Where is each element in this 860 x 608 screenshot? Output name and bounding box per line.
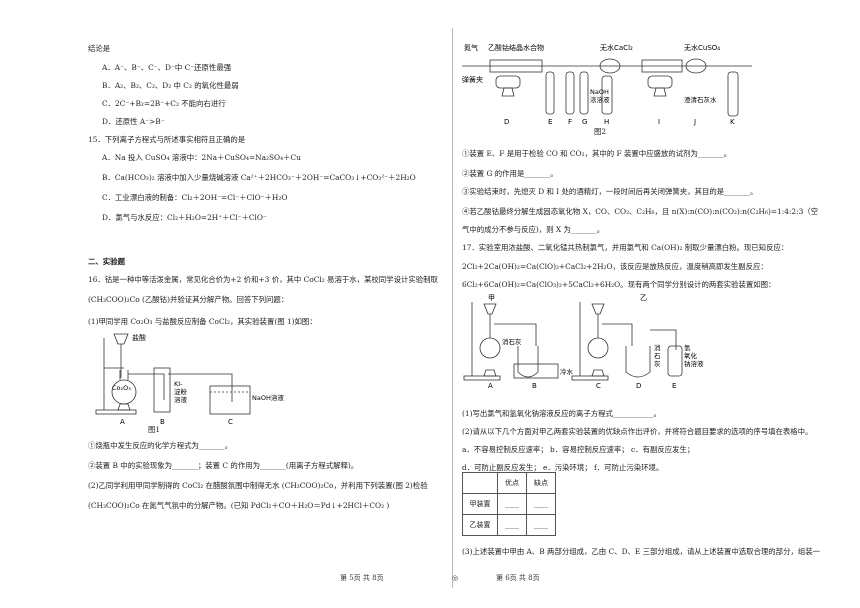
fig1-label-c: C [228, 418, 233, 426]
table-cell-blank[interactable]: ____ [497, 493, 527, 515]
right-text-line: (1)写出氯气和氢氧化钠溶液反应的离子方程式___________。 [462, 409, 661, 418]
footer-page-right: 第 6页 共 8页 [496, 574, 540, 582]
right-text-line: ①装置 E、F 是用于检验 CO 和 CO₂，其中的 F 装置中应盛放的试剂为_… [462, 149, 732, 158]
fig2-label-d: D [504, 118, 509, 126]
fig1-label-ki2: 淀粉 [174, 387, 188, 396]
left-text-line: 结论是 [88, 44, 111, 53]
fig1-label-ki: KI- [174, 380, 183, 388]
fig2-label-k: K [730, 118, 735, 126]
left-text-line: B．Ca(HCO₃)₂ 溶液中加入少量烧碱溶液 Ca²⁺＋2HCO₃⁻＋2OH⁻… [102, 173, 416, 182]
fig2-label-naoh: NaOH [590, 88, 609, 96]
right-text-line: 6Cl₂+6Ca(OH)₂=Ca(ClO₃)₂+5CaCl₂+6H₂O。现有两个… [462, 280, 776, 289]
fig3-label-jia: 甲 [488, 294, 495, 302]
fig2-label-f: F [568, 118, 572, 126]
left-text-line: (1)甲同学用 Co₂O₃ 与盐酸反应制备 CoCl₂，其实验装置(图 1)如图… [88, 317, 317, 326]
column-divider [452, 28, 453, 588]
fig3-label-cold: 冷水 [560, 367, 574, 376]
fig3-label-bleach3: 石 [654, 352, 661, 360]
fig1-caption: 图1 [148, 425, 161, 434]
fig3-label-bleach2: 消 [654, 343, 661, 352]
fig2-label-cuso4: 无水CuSO₄ [684, 43, 720, 52]
table-row-yi: 乙装置 [462, 514, 498, 536]
left-text-line: D．还原性 A⁻>B⁻ [102, 117, 165, 126]
fig3-label-bleach4: 灰 [654, 359, 661, 368]
right-text-line: 2Cl₂+2Ca(OH)₂=Ca(ClO)₂+CaCl₂+2H₂O，该反应是放热… [462, 262, 768, 271]
footer-separator: ◎ [452, 574, 459, 582]
left-text-line: C．2C⁻+B₂=2B⁻+C₂ 不能向右进行 [102, 99, 226, 108]
right-text-line: ③实验结束时，先熄灭 D 和 I 处的酒精灯，一段时间后再关闭弹簧夹，其目的是_… [462, 187, 758, 196]
table-cell-blank[interactable]: ____ [526, 493, 556, 515]
left-text-line: (CH₃COO)₂Co 在氮气气氛中的分解产物。(已知 PdCl₂＋CO＋H₂O… [88, 501, 390, 510]
left-text-line: D．氯气与水反应：Cl₂＋H₂O=2H⁺＋Cl⁻＋ClO⁻ [102, 213, 267, 222]
left-text-line: A．A⁻、B⁻、C⁻、D⁻中 C⁻还原性最强 [102, 63, 232, 72]
fig2-label-h: H [604, 118, 609, 126]
table-cell-blank[interactable]: ____ [526, 514, 556, 536]
fig1-label-a: A [120, 418, 125, 426]
left-text-line: ②装置 B 中的实验现象为_______；装置 C 的作用为_______(用离… [88, 461, 359, 470]
table-corner [462, 472, 498, 494]
fig1-label-ki3: 溶液 [174, 395, 188, 404]
left-text-line: C．工业漂白液的制备：Cl₂＋2OH⁻=Cl⁻＋ClO⁻＋H₂O [102, 193, 288, 202]
fig2-label-i: I [658, 118, 660, 126]
fig2-label-naoh2: 浓溶液 [590, 95, 610, 104]
fig1-label-co2o3: Co₂O₃ [112, 384, 131, 392]
left-text-line: 15．下列离子方程式与所述事实相符且正确的是 [88, 135, 246, 144]
left-text-line: B．A₂、B₂、C₂、D₂ 中 C₂ 的氧化性最弱 [102, 81, 239, 90]
right-text-line: 17．实验室用浓盐酸、二氧化锰共热制氯气，并用氯气和 Ca(OH)₂ 制取少量漂… [462, 243, 789, 252]
right-text-line: a．不容易控制反应速率； b．容易控制反应速率； c．有副反应发生； [462, 445, 695, 454]
fig2-caption: 图2 [594, 127, 607, 136]
fig2-label-spring: 弹簧夹 [462, 75, 483, 84]
fig3-label-yi: 乙 [640, 294, 647, 302]
fig2-label-e: E [548, 118, 552, 126]
left-text-line: A．Na 投入 CuSO₄ 溶液中：2Na＋CuSO₄=Na₂SO₄＋Cu [102, 153, 301, 162]
right-text-line: 气中的成分不参与反应)，则 X 为_______。 [462, 225, 605, 234]
fig2-label-sample: 乙酸钴结晶水合物 [488, 43, 544, 52]
fig2-label-j: J [693, 118, 696, 126]
right-text-line: ④若乙酸钴最终分解生成固态氧化物 X，CO、CO₂、C₂H₆，且 n(X):n(… [462, 207, 819, 216]
fig3-label-d: D [636, 382, 641, 390]
fig2-label-n2: 氮气 [464, 43, 478, 52]
fig3-label-b: B [532, 382, 537, 390]
fig3-label-a: A [488, 382, 493, 390]
left-text-line: 16．钴是一种中等活泼金属，常见化合价为+2 价和+3 价，其中 CoCl₂ 易… [88, 275, 438, 284]
right-text-line: d．可防止副反应发生； e．污染环境； f．可防止污染环境。 [462, 463, 664, 472]
figure-1-apparatus: 盐酸 Co₂O₃ KI- 淀粉 溶液 NaOH溶液 A B C [95, 333, 284, 426]
evaluation-table: 优点 缺点 甲装置 ____ ____ 乙装置 ____ ____ [462, 472, 556, 536]
fig2-label-lime: 澄清石灰水 [684, 95, 717, 104]
fig3-label-naoh3: 钠溶液 [684, 359, 704, 368]
left-text-line: ①烧瓶中发生反应的化学方程式为_______。 [88, 441, 233, 450]
figure-3-apparatus: 甲 乙 消石灰 冷水 消 石 灰 氢 氧化 钠溶液 A B C D E [463, 294, 704, 390]
footer-page-left: 第 5页 共 8页 [340, 574, 384, 582]
fig1-label-b: B [160, 418, 165, 426]
fig3-label-bleach: 消石灰 [502, 337, 522, 346]
table-header-pros: 优点 [497, 472, 527, 494]
right-text-line: (2)请从以下几个方面对甲乙两套实验装置的优缺点作出评价，并将符合题目要求的选项… [462, 427, 813, 436]
left-text-line: (CH₃COO)₂Co (乙酸钴)并验证其分解产物。回答下列问题： [88, 295, 289, 304]
fig1-label-naoh: NaOH溶液 [252, 393, 284, 402]
left-text-line: (2)乙同学利用甲同学制得的 CoCl₂ 在醋酸氛围中制得无水 (CH₃COO)… [88, 481, 428, 490]
fig2-label-cacl2: 无水CaCl₂ [600, 43, 633, 52]
fig3-label-naoh1: 氢 [684, 343, 691, 352]
figure-2-apparatus: 氮气 弹簧夹 乙酸钴结晶水合物 无水CaCl₂ 无水CuSO₄ NaOH 浓溶液… [462, 43, 752, 126]
right-text-line: ②装置 G 的作用是_______。 [462, 169, 558, 178]
table-cell-blank[interactable]: ____ [497, 514, 527, 536]
table-header-cons: 缺点 [526, 472, 556, 494]
fig3-label-c: C [596, 382, 601, 390]
left-text-line: 二、实验题 [88, 257, 125, 266]
table-row-jia: 甲装置 [462, 493, 498, 515]
fig3-label-e: E [672, 382, 676, 390]
fig2-label-g: G [582, 118, 587, 126]
fig1-label-hcl: 盐酸 [132, 333, 146, 342]
right-text-line: (3)上述装置中甲由 A、B 两部分组成，乙由 C、D、E 三部分组成，请从上述… [462, 547, 821, 556]
fig3-label-naoh2: 氧化 [684, 351, 698, 360]
